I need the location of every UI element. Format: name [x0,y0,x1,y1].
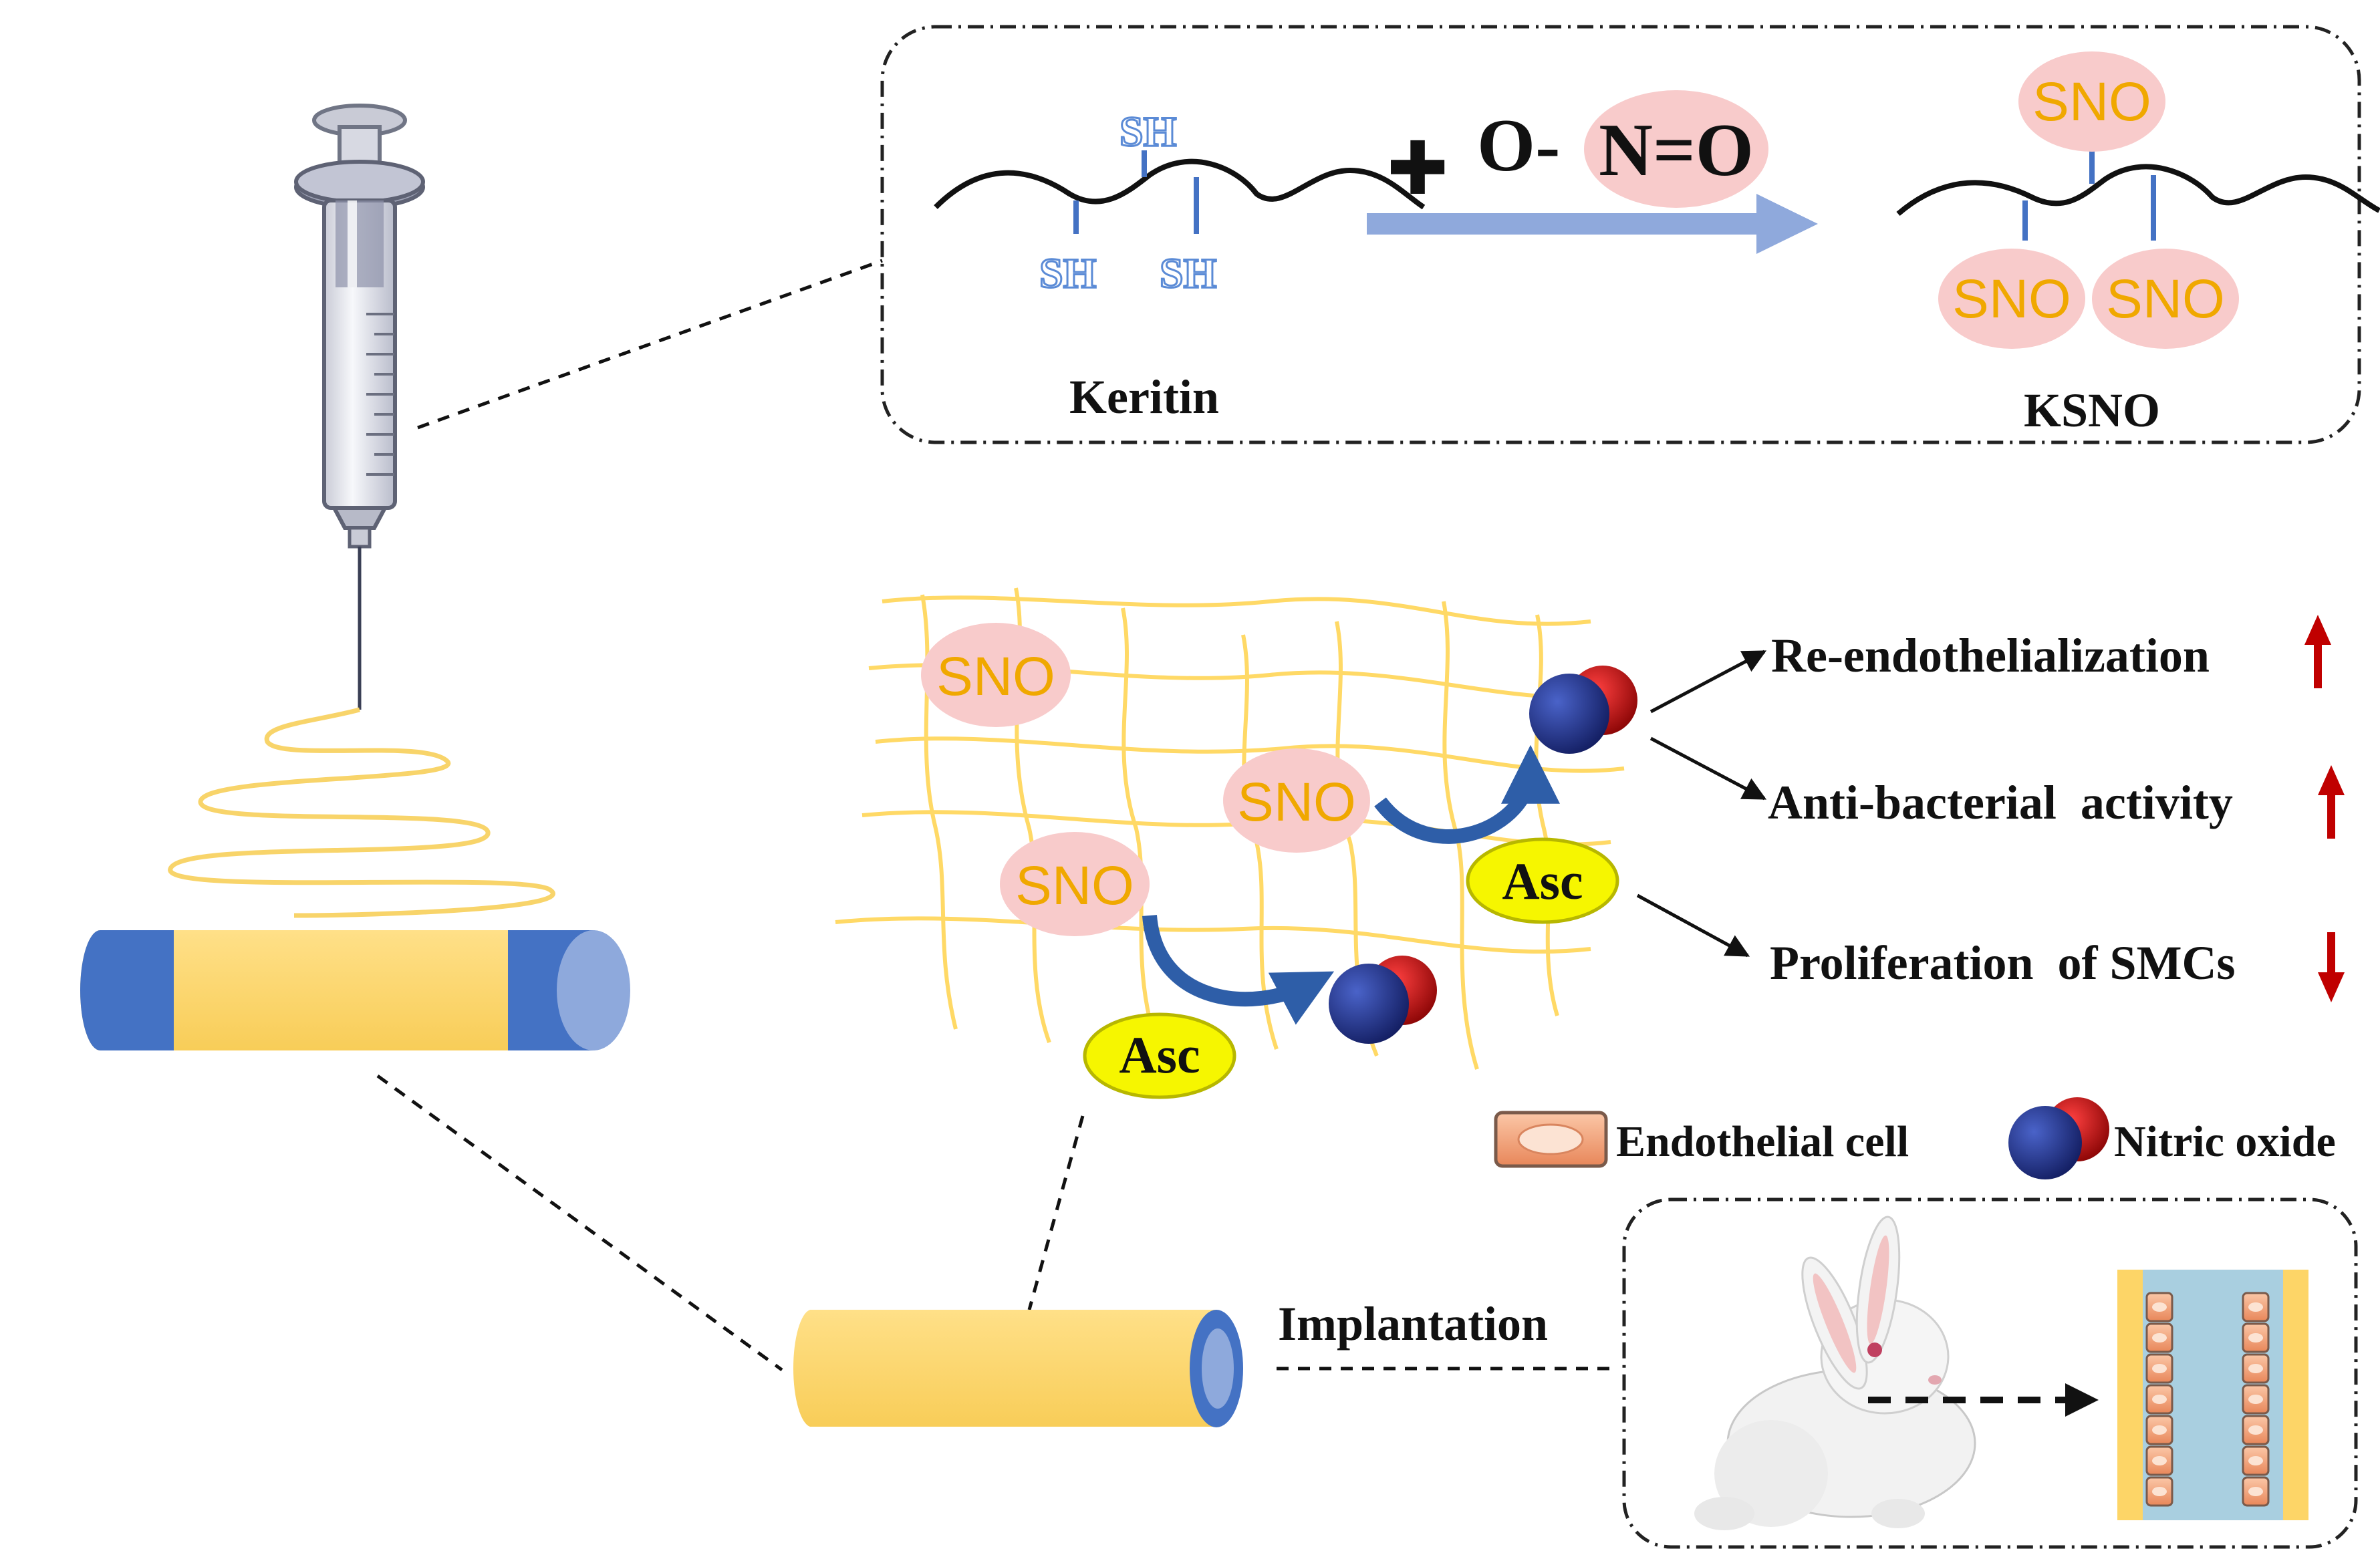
svg-text:SNO: SNO [1952,269,2071,329]
endothelial-cell-nucleus [2152,1425,2167,1435]
endothelial-cell-nucleus [2152,1364,2167,1373]
svg-text:Asc: Asc [1119,1026,1200,1084]
no-release-arrow [1374,744,1560,844]
endothelial-cell-nucleus [2152,1333,2167,1342]
asc-oval: Asc [1466,837,1619,924]
endothelial-cell-column [2242,1292,2270,1507]
effect-arrows [1636,650,1767,958]
endothelial-cell-nucleus [2248,1456,2263,1465]
thiol-label: SH [1039,249,1096,297]
syringe-icon [294,104,425,710]
reagent-no: N=O [1599,109,1754,192]
endothelial-cell-nucleus [2152,1302,2167,1312]
electrospun-fiber [168,707,555,918]
svg-text:SNO: SNO [2032,72,2151,132]
svg-text:SNO: SNO [936,646,1055,707]
product-label: KSNO [2024,384,2160,437]
nitric-oxide-molecule [1329,956,1437,1044]
effect-label-reendothelialization: Re-endothelialization [1771,629,2210,682]
thiol-label: SH [1160,249,1216,297]
svg-text:SNO: SNO [2106,269,2225,329]
endothelial-cell-nucleus [2152,1395,2167,1404]
up-arrow-icon [2318,765,2345,839]
connector-lines [376,259,1617,1372]
svg-text:SNO: SNO [1237,772,1356,833]
endothelial-cell-nucleus [2248,1333,2263,1342]
implantation-panel [1622,1197,2358,1549]
implantation-label: Implantation [1278,1297,1548,1351]
reactant-label: Keritin [1069,370,1219,424]
endothelial-cell-nucleus [2248,1302,2263,1312]
legend-nitric-oxide-label: Nitric oxide [2114,1117,2336,1166]
rabbit-icon [1694,1216,1976,1530]
sno-bubble: SNO [2092,249,2239,349]
reaction-arrowhead [1756,194,1818,254]
endothelial-cell-nucleus [2152,1456,2167,1465]
effect-label-proliferation: Proliferation of SMCs [1770,936,2236,990]
reagent-o: O- [1477,104,1560,187]
reaction-panel [880,25,2361,444]
nitric-oxide-molecule [1529,666,1637,754]
plus-icon: ✚ [1387,128,1448,210]
asc-oval: Asc [1083,1012,1236,1099]
sno-bubble: SNO [1938,249,2085,349]
endothelial-cell-nucleus [2248,1487,2263,1496]
nitric-oxide-legend-icon [2008,1097,2109,1179]
endothelial-cell-column [2145,1292,2173,1507]
endothelial-cell-nucleus [2248,1425,2263,1435]
scaffold-sno-2: SNO [1223,748,1370,853]
svg-text:Asc: Asc [1502,852,1583,910]
up-arrow-icon [2304,615,2331,688]
scaffold-sno-3: SNO [1000,832,1150,936]
thiol-label: SH [1119,108,1176,155]
svg-text:SNO: SNO [1015,855,1134,916]
effect-label-antibacterial: Anti-bacterial activity [1768,776,2233,829]
endothelial-cell-icon [1494,1111,1608,1168]
vascular-graft-tube [80,930,630,1050]
scaffold-sno-1: SNO [921,623,1071,727]
endothelial-cell-nucleus [2248,1364,2263,1373]
endothelial-cell-nucleus [2248,1395,2263,1404]
no-release-arrow [1142,914,1335,1025]
keratin-chain: SH SH SH [934,107,1426,298]
ksno-chain: SNO SNO SNO [1896,51,2380,349]
small-graft-tube [793,1310,1243,1427]
endothelial-cell-nucleus [2152,1487,2167,1496]
legend: Endothelial cell Nitric oxide [1494,1097,2336,1179]
sno-bubble: SNO [2018,51,2165,152]
legend-endothelial-label: Endothelial cell [1616,1117,1909,1166]
down-arrow-icon [2318,932,2345,1002]
no-highlight [1584,90,1768,208]
